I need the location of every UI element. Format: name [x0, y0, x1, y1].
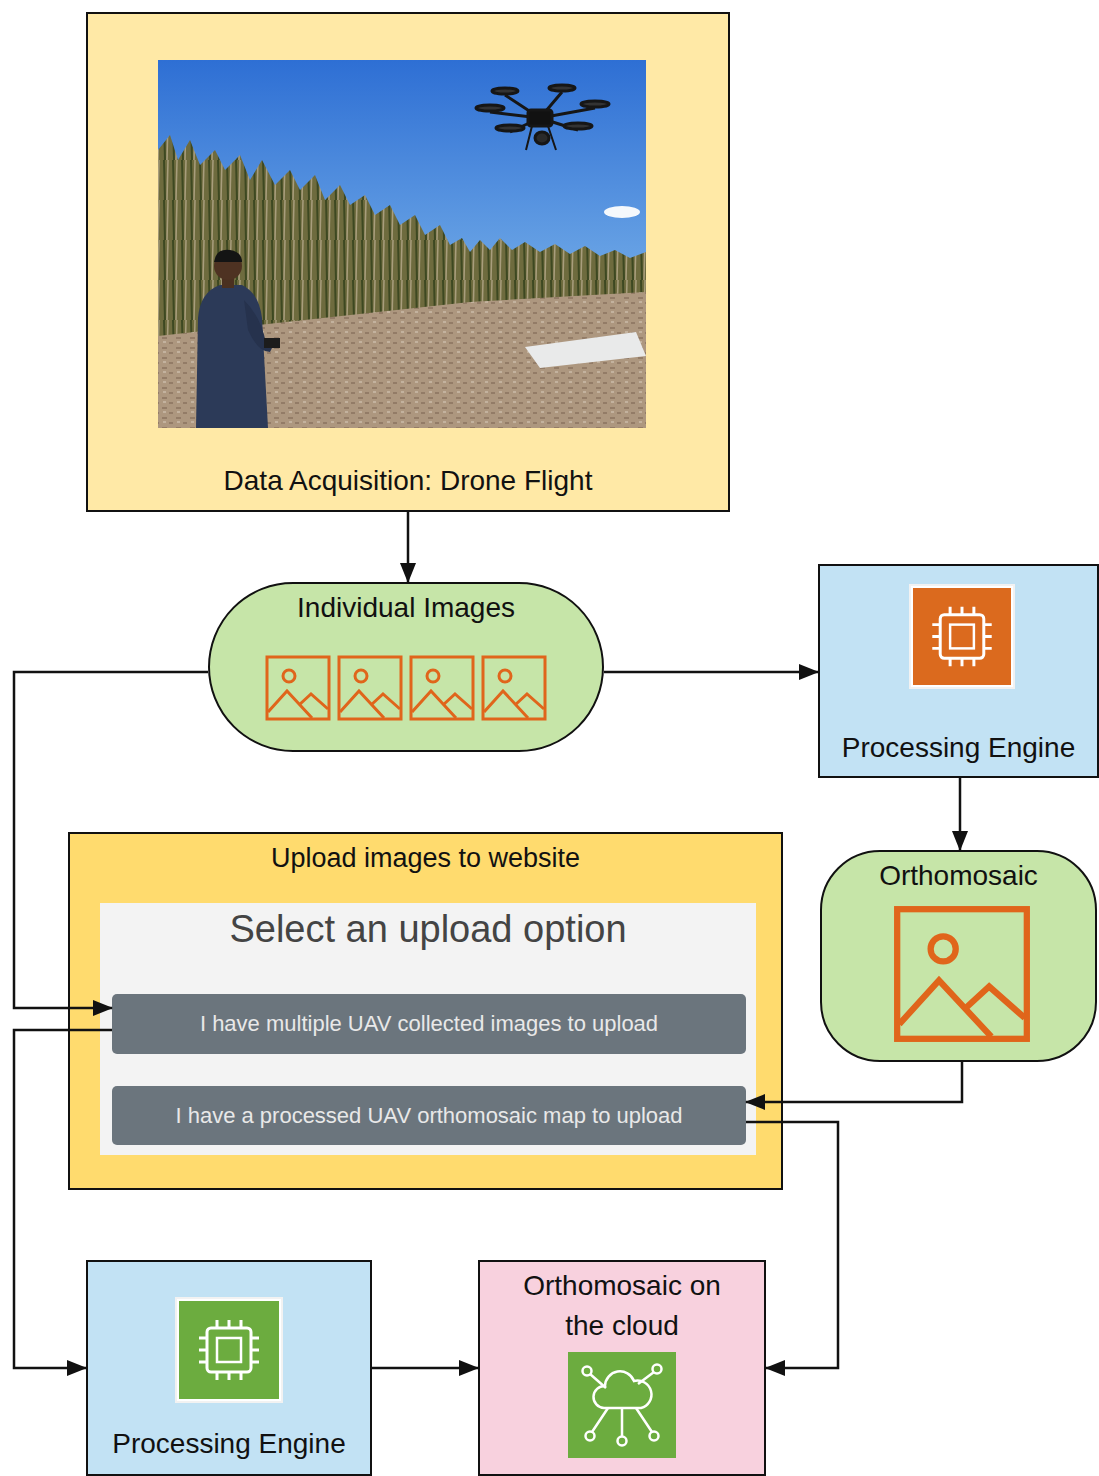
flow-arrow	[14, 1030, 112, 1368]
flow-arrow	[959, 778, 962, 850]
process-box: Processing Engine	[818, 564, 1099, 778]
node-label: Orthomosaic on the cloud	[506, 1266, 738, 1346]
data-box: Orthomosaic	[820, 850, 1097, 1062]
flow-arrow	[604, 671, 818, 674]
upload-button: I have a processed UAV orthomosaic map t…	[112, 1086, 746, 1145]
data-pill: Individual Images	[208, 582, 604, 752]
node-label: Upload images to website	[271, 842, 580, 874]
node-label: Orthomosaic	[879, 860, 1038, 892]
node-label: Processing Engine	[842, 732, 1075, 764]
flow-arrow	[746, 1122, 838, 1368]
flow-arrow	[407, 512, 410, 582]
pilot-figure	[196, 250, 280, 428]
upload-dialog: Select an upload option I have multiple U…	[100, 903, 756, 1155]
flow-arrow	[746, 1062, 962, 1102]
button-label: I have a processed UAV orthomosaic map t…	[175, 1102, 682, 1130]
image-icons	[267, 657, 545, 719]
upload-button: I have multiple UAV collected images to …	[112, 994, 746, 1054]
node-label: Individual Images	[297, 592, 515, 624]
website-panel: Upload images to websiteSelect an upload…	[68, 832, 783, 1190]
button-label: I have multiple UAV collected images to …	[200, 1010, 658, 1038]
cloud-box: Orthomosaic on the cloud	[478, 1260, 766, 1476]
flow-arrow	[14, 672, 208, 1008]
node-label: Data Acquisition: Drone Flight	[224, 465, 593, 497]
processor-icon	[175, 1297, 283, 1403]
drone-photo	[158, 60, 646, 428]
node-label: Select an upload option	[229, 907, 626, 951]
flow-arrow	[372, 1367, 478, 1370]
processor-icon	[909, 584, 1015, 689]
node-label: Processing Engine	[112, 1428, 345, 1460]
orthomosaic-icon	[897, 909, 1027, 1039]
process-box: Processing Engine	[86, 1260, 372, 1476]
cloud-icon	[568, 1352, 676, 1458]
drone-figure	[476, 85, 609, 150]
photo-panel: Data Acquisition: Drone Flight	[86, 12, 730, 512]
